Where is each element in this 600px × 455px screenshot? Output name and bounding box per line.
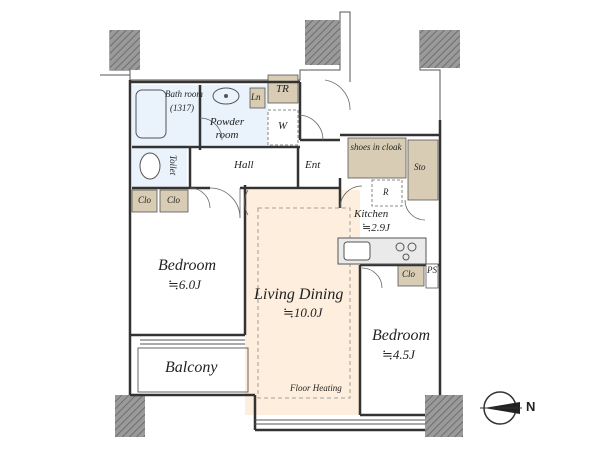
stove-burner-3 (402, 253, 410, 261)
toilet-bowl (139, 152, 161, 180)
bedroom-left-label: Bedroom (158, 257, 217, 274)
refrigerator-label: R (383, 187, 389, 197)
kitchen-label: Kitchen (354, 208, 389, 220)
storage-clo-right (159, 189, 189, 213)
bathtub (135, 89, 167, 139)
washbasin (212, 87, 240, 105)
clo-kitchen-label: Clo (402, 269, 416, 279)
kitchen-size: ≒2.9J (362, 222, 390, 234)
windows (140, 339, 425, 425)
storage-sto (407, 139, 439, 201)
stove-burner-1 (395, 242, 405, 252)
storage-ln (249, 87, 266, 109)
compass-north-label: N (526, 399, 536, 414)
pipe-space (425, 263, 439, 289)
column-top-right (420, 30, 460, 68)
living-dining-floor (245, 190, 360, 415)
sto-label: Sto (414, 162, 426, 172)
column-bottom-right (425, 395, 463, 437)
floor-heating-area (257, 207, 351, 399)
column-bottom-left (115, 395, 145, 437)
bath-room-size: (1317) (170, 103, 194, 113)
storage-tr (267, 74, 299, 104)
bedroom-left-size: ≒6.0J (168, 277, 201, 292)
balcony-label: Balcony (165, 359, 218, 376)
living-dining-label: Living Dining (254, 286, 344, 303)
washbasin-drain (224, 94, 228, 98)
column-top-left (110, 30, 140, 70)
clo-right-label: Clo (167, 195, 181, 205)
washer-label: W (278, 120, 288, 132)
compass-rose (480, 391, 522, 425)
balcony-area (137, 347, 249, 393)
ln-label: Ln (251, 92, 261, 102)
bedroom-right-label: Bedroom (372, 327, 431, 344)
living-dining-size: ≒10.0J (283, 305, 323, 320)
storage-clo-left (131, 189, 158, 213)
clo-left-label: Clo (138, 195, 152, 205)
column-top-mid (305, 20, 340, 65)
floor-heating-label: Floor Heating (290, 383, 342, 393)
washer-space (267, 109, 299, 146)
entrance-label: Ent (305, 159, 321, 171)
hall-label: Hall (234, 159, 254, 171)
stove-burner-2 (407, 242, 417, 252)
tr-label: TR (276, 83, 289, 95)
shoes-in-cloak-label: shoes in cloak (350, 142, 402, 152)
ps-label: PS (427, 265, 437, 275)
powder-room-label: Powder room (209, 116, 245, 141)
storage-shoes (347, 137, 407, 179)
refrigerator-space (371, 179, 403, 207)
door-swings (189, 79, 426, 289)
kitchen-sink (343, 241, 371, 261)
toilet-label: Toilet (168, 155, 178, 176)
bedroom-right-size: ≒4.5J (382, 347, 415, 362)
bath-room-label: Bath room (165, 89, 203, 99)
